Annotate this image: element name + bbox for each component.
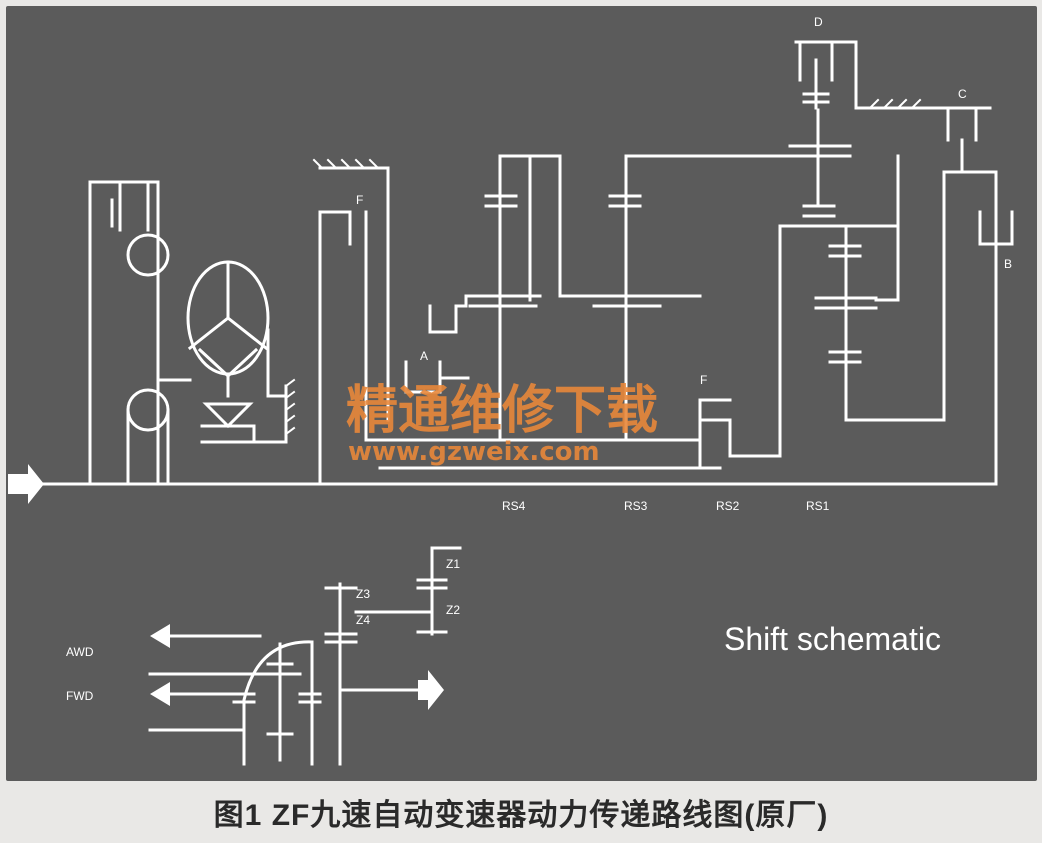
diagram-heading: Shift schematic [724, 621, 941, 657]
fwd-arrow [150, 682, 170, 706]
label-Z3: Z3 [356, 587, 370, 601]
label-RS3: RS3 [624, 499, 648, 513]
label-D: D [814, 15, 823, 29]
label-B: B [1004, 257, 1012, 271]
awd-arrow [150, 624, 170, 648]
brake-B [978, 210, 1014, 246]
label-Z4: Z4 [356, 613, 370, 627]
diagram-panel [6, 6, 1037, 781]
clutch-F-mid [698, 224, 900, 458]
label-Z1: Z1 [446, 557, 460, 571]
label-F-mid: F [700, 373, 707, 387]
brake-D [794, 40, 950, 110]
label-F-top: F [356, 193, 363, 207]
label-AWD: AWD [66, 645, 94, 659]
watermark-cn: 精通维修下载 [346, 381, 658, 441]
label-RS2: RS2 [716, 499, 740, 513]
watermark-url: www.gzweix.com [348, 437, 600, 467]
converter-clutch-top [126, 233, 170, 277]
input-arrow [8, 464, 44, 504]
figure-caption: 图1 ZF九速自动变速器动力传递路线图(原厂) [213, 799, 829, 832]
label-RS4: RS4 [502, 499, 526, 513]
label-RS1: RS1 [806, 499, 830, 513]
label-FWD: FWD [66, 689, 94, 703]
planetary-set-RS1 [844, 170, 998, 486]
label-A: A [420, 349, 428, 363]
converter-clutch-bottom [126, 388, 170, 432]
output-arrow [418, 670, 444, 710]
gear-Z1-Z2 [416, 546, 462, 636]
label-C: C [958, 87, 967, 101]
brake-C [934, 106, 992, 174]
label-Z2: Z2 [446, 603, 460, 617]
